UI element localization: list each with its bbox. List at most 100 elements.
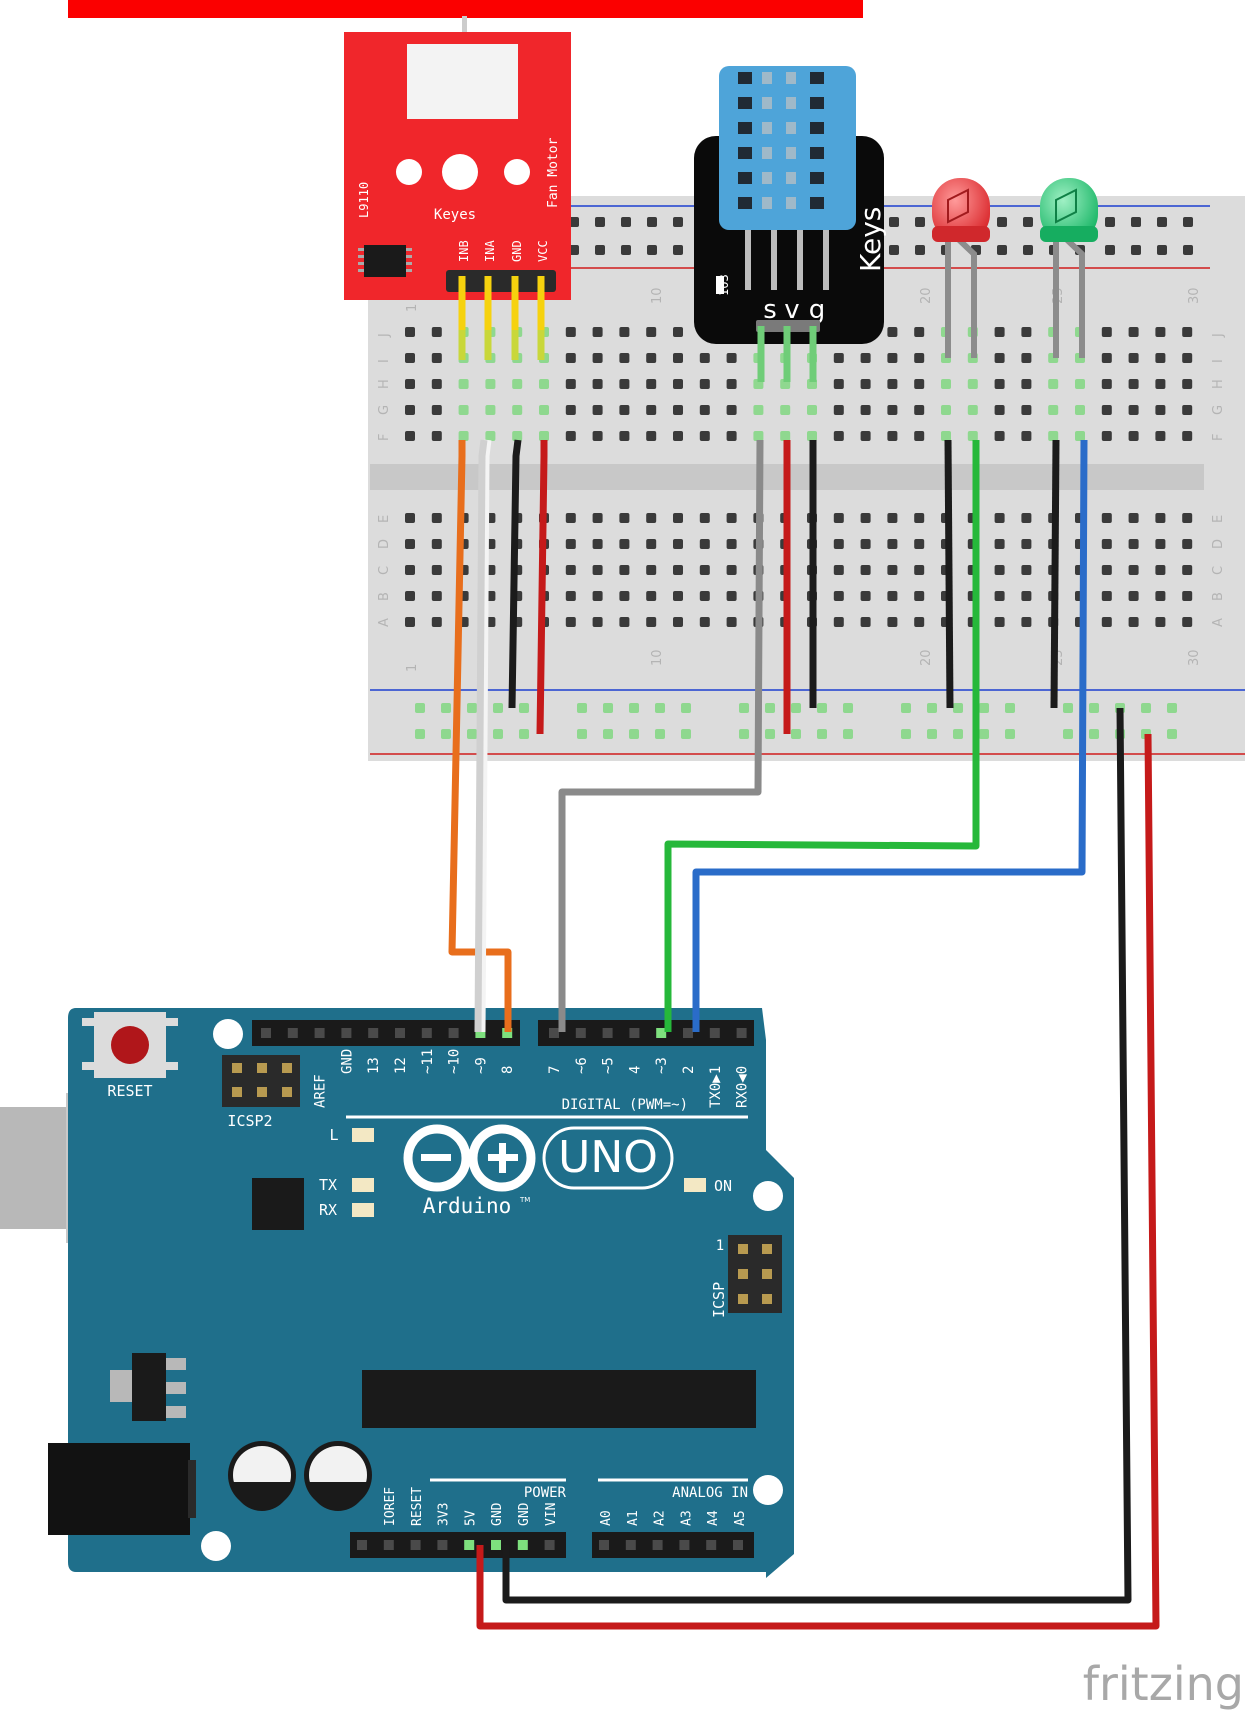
rail-hole xyxy=(817,703,827,713)
breadboard-hole xyxy=(1048,431,1059,441)
breadboard-hole xyxy=(646,327,657,337)
breadboard-hole xyxy=(753,431,764,441)
breadboard-hole xyxy=(431,353,442,363)
row-letter: D xyxy=(1211,539,1226,549)
breadboard-hole xyxy=(431,405,442,415)
column-label-30: 30 xyxy=(1187,287,1202,304)
breadboard-hole xyxy=(1128,513,1139,523)
breadboard-hole xyxy=(458,405,469,415)
breadboard-hole xyxy=(592,405,603,415)
fan-shaft xyxy=(462,16,467,46)
rail-hole xyxy=(493,729,503,739)
power-header xyxy=(350,1532,566,1558)
rail-hole xyxy=(441,703,451,713)
breadboard-hole xyxy=(512,379,523,389)
breadboard-hole xyxy=(833,405,844,415)
breadboard-hole xyxy=(833,431,844,441)
breadboard-hole xyxy=(592,379,603,389)
breadboard-hole xyxy=(1128,591,1139,601)
digital-pin-label: ~11 xyxy=(420,1049,436,1074)
fan-chip-label: L9110 xyxy=(357,182,371,218)
row-letter: J xyxy=(377,333,392,338)
rail-hole xyxy=(673,217,683,227)
rail-hole xyxy=(519,703,529,713)
on-label: ON xyxy=(714,1177,732,1195)
breadboard-hole xyxy=(619,353,630,363)
header-socket xyxy=(683,1028,693,1038)
rail-hole xyxy=(1089,729,1099,739)
header-socket xyxy=(410,1540,421,1550)
rail-hole xyxy=(889,217,899,227)
breadboard-hole xyxy=(673,379,683,389)
row-letter: H xyxy=(1211,379,1226,389)
digital-pin-label: TX0▶1 xyxy=(708,1066,724,1108)
dht-vent xyxy=(762,172,772,184)
breadboard-hole xyxy=(914,405,925,415)
icsp-header xyxy=(728,1235,782,1313)
column-label-10-bottom: 10 xyxy=(650,649,665,666)
arduino-brand: Arduino xyxy=(423,1194,512,1218)
breadboard-hole xyxy=(1021,617,1032,627)
capacitor xyxy=(304,1441,372,1511)
breadboard-hole xyxy=(646,539,657,549)
header-socket xyxy=(287,1028,298,1038)
breadboard-hole xyxy=(673,539,683,549)
dht-pin-v: v xyxy=(784,295,799,325)
rail-hole xyxy=(415,729,425,739)
capacitor xyxy=(228,1441,296,1511)
breadboard-hole xyxy=(1101,431,1112,441)
breadboard-hole xyxy=(405,327,415,337)
column-label-1: 1 xyxy=(405,304,420,312)
breadboard-hole xyxy=(1021,327,1032,337)
rail-hole xyxy=(1005,729,1015,739)
digital-pin-label: 8 xyxy=(500,1066,516,1074)
column-label-20-bottom: 20 xyxy=(919,649,934,666)
breadboard-hole xyxy=(431,513,442,523)
breadboard-hole xyxy=(1021,379,1032,389)
breadboard-hole xyxy=(539,431,549,441)
pin-label-inb: INB xyxy=(457,240,471,262)
arduino-logo: UNO Arduino TM xyxy=(403,1124,674,1218)
dht-vent xyxy=(810,147,824,159)
icsp2-pin xyxy=(282,1063,292,1073)
breadboard-hole xyxy=(887,513,898,523)
dht-vent xyxy=(738,147,752,159)
icsp2-pin xyxy=(257,1063,267,1073)
rail-hole xyxy=(1157,217,1167,227)
breadboard-hole xyxy=(565,327,576,337)
breadboard-hole xyxy=(833,617,844,627)
breadboard-hole xyxy=(1182,565,1193,575)
breadboard-hole xyxy=(699,539,710,549)
header-socket xyxy=(652,1540,663,1550)
rail-hole xyxy=(739,729,749,739)
breadboard-hole xyxy=(753,405,764,415)
rail-hole xyxy=(997,245,1007,255)
rail-hole xyxy=(1167,703,1177,713)
breadboard-hole xyxy=(565,539,576,549)
breadboard-hole xyxy=(887,327,898,337)
icsp-pin xyxy=(762,1244,772,1254)
breadboard-hole xyxy=(431,617,442,627)
digital-pin-label: 2 xyxy=(681,1066,697,1074)
column-label-1-bottom: 1 xyxy=(405,664,420,672)
rail-hole xyxy=(843,703,853,713)
dht-vent xyxy=(738,122,752,134)
breadboard-hole xyxy=(565,591,576,601)
header-socket xyxy=(448,1028,459,1038)
row-letter: G xyxy=(377,405,392,415)
breadboard-hole xyxy=(1101,513,1112,523)
header-socket xyxy=(437,1540,448,1550)
rail-hole xyxy=(765,703,775,713)
wire-red-led-gnd xyxy=(944,439,954,709)
breadboard-hole xyxy=(887,431,898,441)
breadboard-hole xyxy=(592,617,603,627)
digital-pin-label: AREF xyxy=(313,1074,329,1108)
breadboard-hole xyxy=(1101,591,1112,601)
header-socket xyxy=(549,1028,559,1038)
pin-label-ina: INA xyxy=(483,240,497,262)
breadboard-hole xyxy=(673,591,683,601)
rail-hole xyxy=(791,729,801,739)
mount-hole-right xyxy=(504,159,530,185)
breadboard-hole xyxy=(1155,565,1166,575)
power-pin-label: 3V3 xyxy=(437,1503,452,1526)
